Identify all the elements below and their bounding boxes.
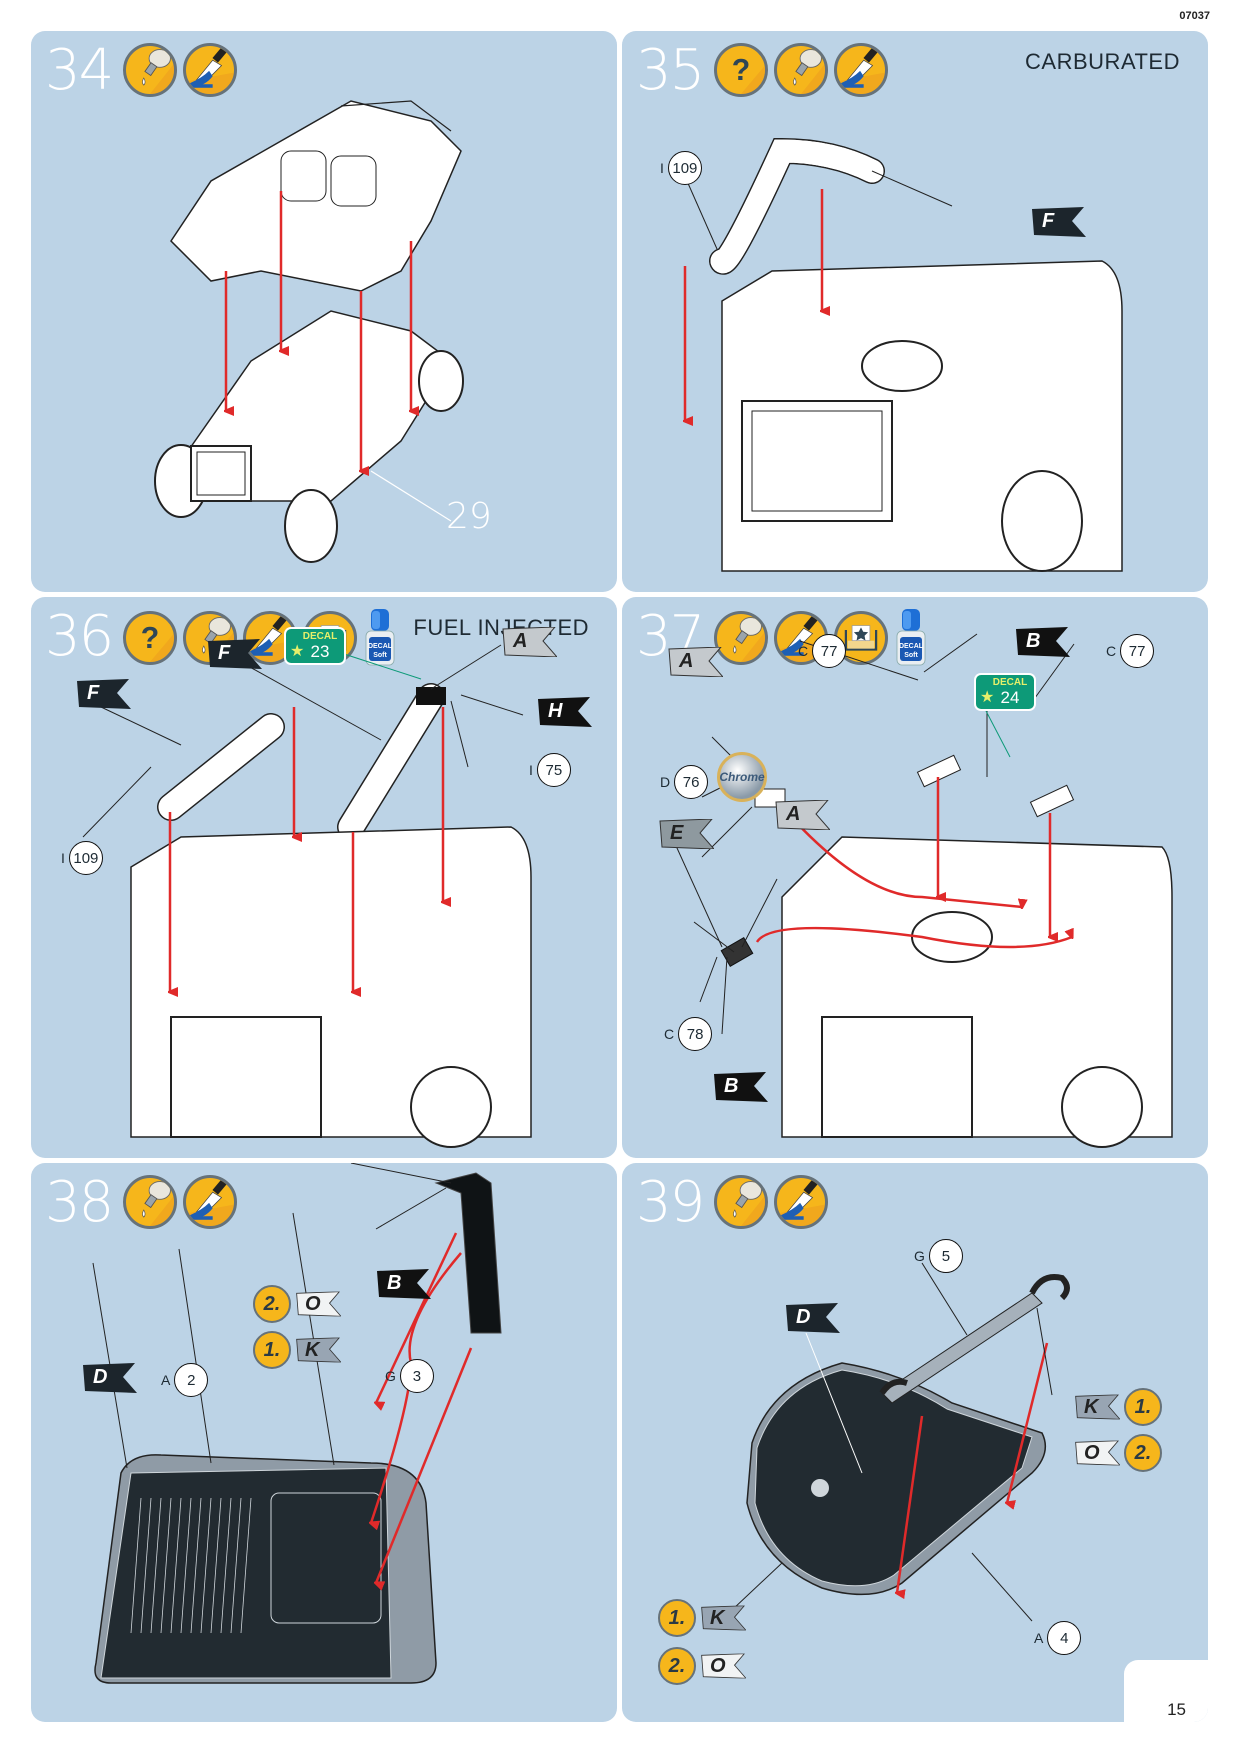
step-38-panel: 38 2. O 1.	[31, 1163, 617, 1722]
order-number: 1.	[658, 1599, 696, 1637]
color-flag: H	[536, 697, 592, 727]
assembly-order-1: 1. K	[253, 1331, 341, 1369]
assembly-order-1: 1. K	[658, 1599, 746, 1637]
part-callout: G 5	[914, 1239, 963, 1273]
order-number: 2.	[1124, 1434, 1162, 1472]
glue-bottle-icon	[714, 611, 768, 665]
paint-brush-icon	[834, 43, 888, 97]
chrome-finish-badge: Chrome	[717, 752, 767, 802]
part-callout: I 75	[529, 753, 571, 787]
color-flag: F	[75, 679, 131, 709]
part-number: 75	[536, 753, 571, 787]
car-body-assembly-illustration	[154, 100, 464, 563]
engine-hose-illustration	[622, 137, 1123, 572]
step-36-panel: 36 FUEL INJECTED ★ DECAL 23 F	[31, 597, 617, 1158]
assembly-order-2: 2. O	[253, 1285, 341, 1323]
part-number: 77	[1120, 634, 1155, 668]
part-callout: A 2	[161, 1363, 209, 1397]
color-flag: A	[667, 647, 723, 677]
color-flag: E	[658, 819, 714, 849]
color-flag: K	[295, 1337, 341, 1363]
page-number-tab	[1124, 1660, 1208, 1722]
step-icons	[123, 1175, 237, 1229]
color-flag: B	[1014, 627, 1070, 657]
order-number: 2.	[658, 1647, 696, 1685]
part-number: 109	[667, 151, 702, 185]
color-flag: F	[206, 639, 262, 669]
color-flag: O	[1074, 1440, 1120, 1466]
order-number: 1.	[253, 1331, 291, 1369]
color-flag: A	[774, 800, 830, 830]
star-icon: ★	[290, 643, 305, 660]
assembly-order-1: K 1.	[1074, 1388, 1162, 1426]
decal-badge: ★ DECAL 23	[286, 629, 344, 663]
color-flag: B	[712, 1072, 768, 1102]
part-callout: I 109	[61, 841, 103, 875]
step-number: 35	[636, 38, 705, 103]
part-callout: A 4	[1034, 1621, 1082, 1655]
glue-bottle-icon	[123, 1175, 177, 1229]
variant-label: CARBURATED	[1025, 49, 1180, 74]
part-number: 76	[674, 765, 709, 799]
decal-badge: ★ DECAL 24	[976, 675, 1034, 709]
step-number: 38	[45, 1170, 114, 1235]
part-callout: C 77	[798, 634, 847, 668]
paint-brush-icon	[183, 1175, 237, 1229]
assembly-order-2: 2. O	[658, 1647, 746, 1685]
color-flag: F	[1030, 207, 1086, 237]
part-number: 78	[678, 1017, 713, 1051]
part-number: 109	[68, 841, 103, 875]
step-39-panel: 39 G 5 D K 1. O 2.	[622, 1163, 1208, 1722]
part-number: 3	[399, 1359, 434, 1393]
step-37-panel: 37 A C 77	[622, 597, 1208, 1158]
reference-step-label: 29	[446, 496, 492, 537]
step-34-panel: 34 29	[31, 31, 617, 592]
document-code: 07037	[1179, 10, 1210, 22]
step-icons	[123, 43, 237, 97]
part-callout: C 78	[664, 1017, 713, 1051]
glue-bottle-icon	[714, 1175, 768, 1229]
step-icons	[714, 43, 888, 97]
color-flag: O	[700, 1653, 746, 1679]
color-flag: A	[501, 627, 557, 657]
part-callout: D 76	[660, 765, 709, 799]
part-number: 77	[812, 634, 847, 668]
glue-bottle-icon	[774, 43, 828, 97]
part-callout: G 3	[385, 1359, 434, 1393]
step-number: 39	[636, 1170, 705, 1235]
decal-number: 24	[1000, 688, 1020, 707]
rear-panel-illustration	[731, 1262, 1070, 1622]
glue-bottle-icon	[123, 43, 177, 97]
assembly-order-2: O 2.	[1074, 1434, 1162, 1472]
step-number: 34	[45, 38, 114, 103]
order-number: 1.	[1124, 1388, 1162, 1426]
star-icon: ★	[980, 689, 995, 706]
variant-label: FUEL INJECTED	[413, 615, 589, 640]
part-number: 5	[928, 1239, 963, 1273]
part-callout: C 77	[1106, 634, 1155, 668]
part-number: 4	[1047, 1621, 1082, 1655]
color-flag: D	[81, 1363, 137, 1393]
color-flag: K	[700, 1605, 746, 1631]
step-number: 36	[45, 604, 114, 669]
color-flag: O	[295, 1291, 341, 1317]
order-number: 2.	[253, 1285, 291, 1323]
color-flag: B	[375, 1269, 431, 1299]
sprue-letter: I	[660, 160, 664, 176]
paint-brush-icon	[774, 1175, 828, 1229]
floor-panel-illustration	[92, 1163, 502, 1684]
fuel-injected-hoses-illustration	[82, 639, 532, 1148]
page-number: 15	[1167, 1700, 1186, 1719]
color-flag: K	[1074, 1394, 1120, 1420]
decal-number: 23	[310, 642, 330, 661]
paint-brush-icon	[183, 43, 237, 97]
question-icon	[714, 43, 768, 97]
step-35-panel: 35 CARBURATED I 109 F	[622, 31, 1208, 592]
step-icons	[714, 1175, 828, 1229]
question-icon	[123, 611, 177, 665]
color-flag: D	[784, 1303, 840, 1333]
part-number: 2	[174, 1363, 209, 1397]
part-callout: I 109	[660, 151, 702, 185]
engine-parts-illustration	[671, 633, 1173, 1148]
